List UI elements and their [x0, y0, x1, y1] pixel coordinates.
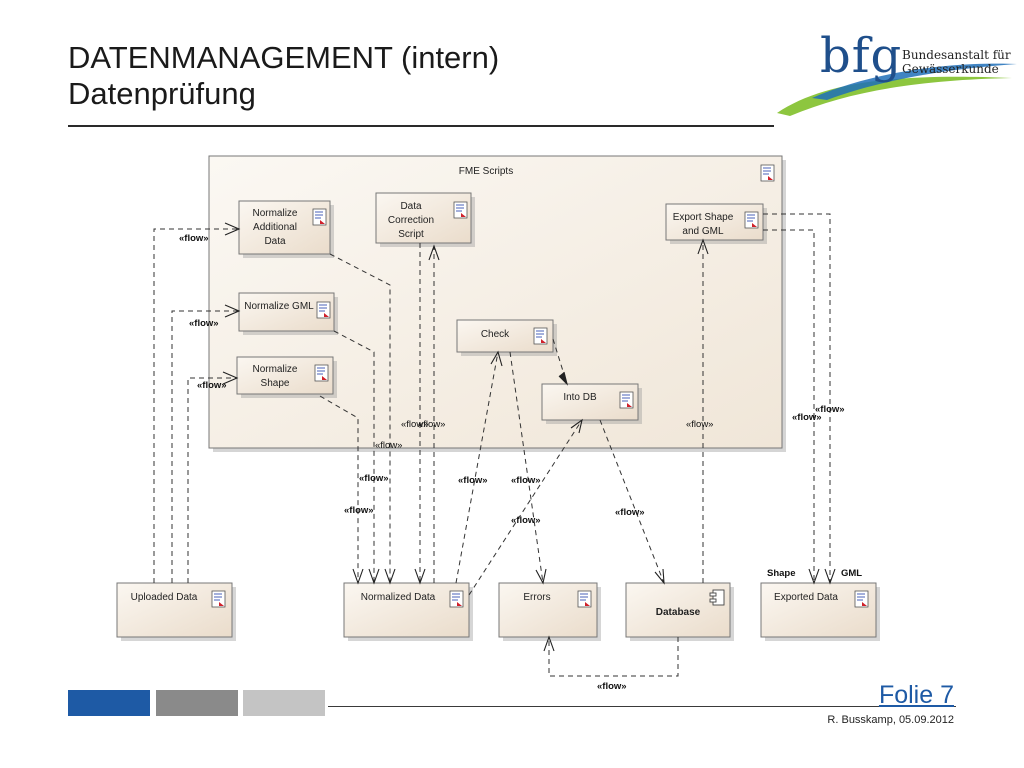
normalize-shape-box: Normalize Shape — [236, 356, 337, 398]
document-icon — [533, 327, 548, 345]
flow-label: «flow» — [189, 318, 219, 329]
flow-label: «flow» — [792, 412, 822, 423]
svg-text:Script: Script — [398, 229, 424, 240]
document-icon — [316, 301, 331, 319]
flow-label: «flow» — [815, 404, 845, 415]
document-icon — [619, 391, 634, 409]
normalize-additional-data-box: Normalize Additional Data — [238, 200, 334, 258]
footer-block-gray — [156, 690, 238, 716]
svg-text:Correction: Correction — [388, 215, 434, 226]
bfg-logo-swoosh — [777, 63, 1017, 116]
svg-text:Normalize: Normalize — [252, 208, 297, 219]
bfg-logo-mark: bfg — [820, 28, 903, 84]
check-box: Check — [456, 319, 557, 356]
flow-label: «flow» — [401, 419, 428, 430]
svg-text:Shape: Shape — [261, 378, 290, 389]
svg-text:Errors: Errors — [523, 592, 550, 603]
title-line-1: DATENMANAGEMENT (intern) — [68, 40, 500, 75]
svg-text:and GML: and GML — [682, 226, 724, 237]
svg-text:Data: Data — [400, 201, 422, 212]
database-box: Database — [625, 582, 734, 641]
flow-label: «flow» — [511, 475, 541, 486]
document-icon — [449, 590, 464, 608]
svg-text:Exported Data: Exported Data — [774, 592, 838, 603]
normalized-data-box: Normalized Data — [343, 582, 473, 641]
flow-label: «flow» — [597, 681, 627, 692]
normalize-gml-box: Normalize GML — [238, 292, 338, 335]
flow-label: «flow» — [458, 475, 488, 486]
document-icon — [577, 590, 592, 608]
data-correction-script-box: Data Correction Script — [375, 192, 475, 247]
footer-divider — [328, 706, 956, 707]
svg-text:Normalized Data: Normalized Data — [361, 592, 436, 603]
flow-label: «flow» — [375, 440, 402, 451]
flow-label: «flow» — [686, 419, 713, 430]
document-icon — [760, 164, 775, 182]
document-icon — [854, 590, 869, 608]
into-db-box: Into DB — [541, 383, 642, 424]
export-shape-gml-box: Export Shape and GML — [665, 203, 767, 244]
svg-text:Normalize GML: Normalize GML — [244, 301, 314, 312]
flow-label: «flow» — [511, 515, 541, 526]
flow-label: «flow» — [418, 419, 445, 430]
document-icon — [744, 211, 759, 229]
exported-data-box: Exported Data — [760, 582, 880, 641]
flow-connectors — [153, 213, 831, 677]
uploaded-data-box: Uploaded Data — [116, 582, 236, 641]
errors-box: Errors — [498, 582, 601, 641]
document-icon — [211, 590, 226, 608]
flow-label: «flow» — [615, 507, 645, 518]
gml-label: GML — [841, 568, 862, 579]
document-icon — [453, 201, 468, 219]
logo-text-line-2: Gewässerkunde — [902, 62, 999, 76]
arrowheads — [222, 222, 836, 652]
svg-text:Uploaded Data: Uploaded Data — [131, 592, 198, 603]
flow-label: «flow» — [344, 505, 374, 516]
author-date: R. Busskamp, 05.09.2012 — [827, 714, 954, 726]
title-line-2: Datenprüfung — [68, 76, 256, 111]
svg-text:Additional: Additional — [253, 222, 297, 233]
footer-block-light-gray — [243, 690, 325, 716]
svg-text:Data: Data — [264, 236, 286, 247]
flow-label: «flow» — [179, 233, 209, 244]
page-title: DATENMANAGEMENT (intern) Datenprüfung — [68, 40, 499, 112]
svg-text:Database: Database — [656, 607, 701, 618]
flow-label: «flow» — [197, 380, 227, 391]
shape-label: Shape — [767, 568, 796, 579]
title-divider — [68, 125, 774, 127]
svg-text:Export Shape: Export Shape — [673, 212, 734, 223]
svg-text:Normalize: Normalize — [252, 364, 297, 375]
flow-labels: «flow» «flow» «flow» «flow» «flow» «flow… — [179, 233, 862, 692]
svg-text:Into DB: Into DB — [563, 392, 597, 403]
flow-label: «flow» — [359, 473, 389, 484]
package-title: FME Scripts — [459, 166, 513, 177]
footer-block-blue — [68, 690, 150, 716]
document-icon — [312, 208, 327, 226]
logo-text-line-1: Bundesanstalt für — [902, 48, 1011, 62]
slide-number-link[interactable]: Folie 7 — [878, 681, 954, 709]
svg-text:Check: Check — [481, 329, 510, 340]
document-icon — [314, 364, 329, 382]
